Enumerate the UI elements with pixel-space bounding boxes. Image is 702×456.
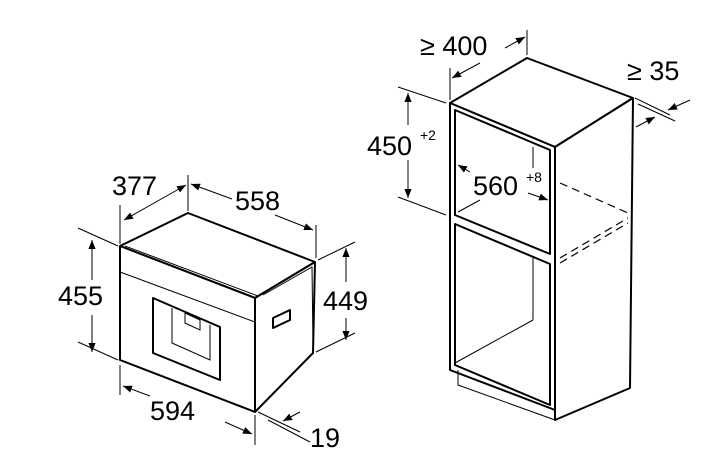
dim-450-tolerance: +2	[420, 127, 436, 143]
dim-450: 450	[367, 131, 412, 161]
dim-455: 455	[58, 281, 103, 311]
niche-lower	[454, 223, 551, 406]
appliance-dimensions: 377 558 455 449 594 19	[58, 171, 368, 453]
dim-min-35: ≥ 35	[627, 56, 679, 86]
niche-upper	[454, 109, 551, 255]
cabinet-front	[449, 102, 556, 411]
coffee-outlet	[152, 297, 221, 381]
side-handle	[272, 309, 291, 329]
dim-560: 560	[473, 171, 518, 201]
appliance-drawing	[119, 212, 316, 413]
dim-558: 558	[235, 186, 280, 216]
dim-449: 449	[323, 286, 368, 316]
dim-594: 594	[150, 396, 195, 426]
dim-min-400: ≥ 400	[420, 31, 487, 61]
dim-377: 377	[112, 171, 157, 201]
appliance-front	[119, 245, 256, 413]
spout	[184, 312, 201, 331]
dim-560-tolerance: +8	[526, 169, 542, 185]
cabinet-dimensions: ≥ 400 ≥ 35 450 +2 560 +8	[367, 30, 691, 216]
cabinet-drawing	[449, 57, 634, 421]
dim-19: 19	[310, 423, 340, 453]
